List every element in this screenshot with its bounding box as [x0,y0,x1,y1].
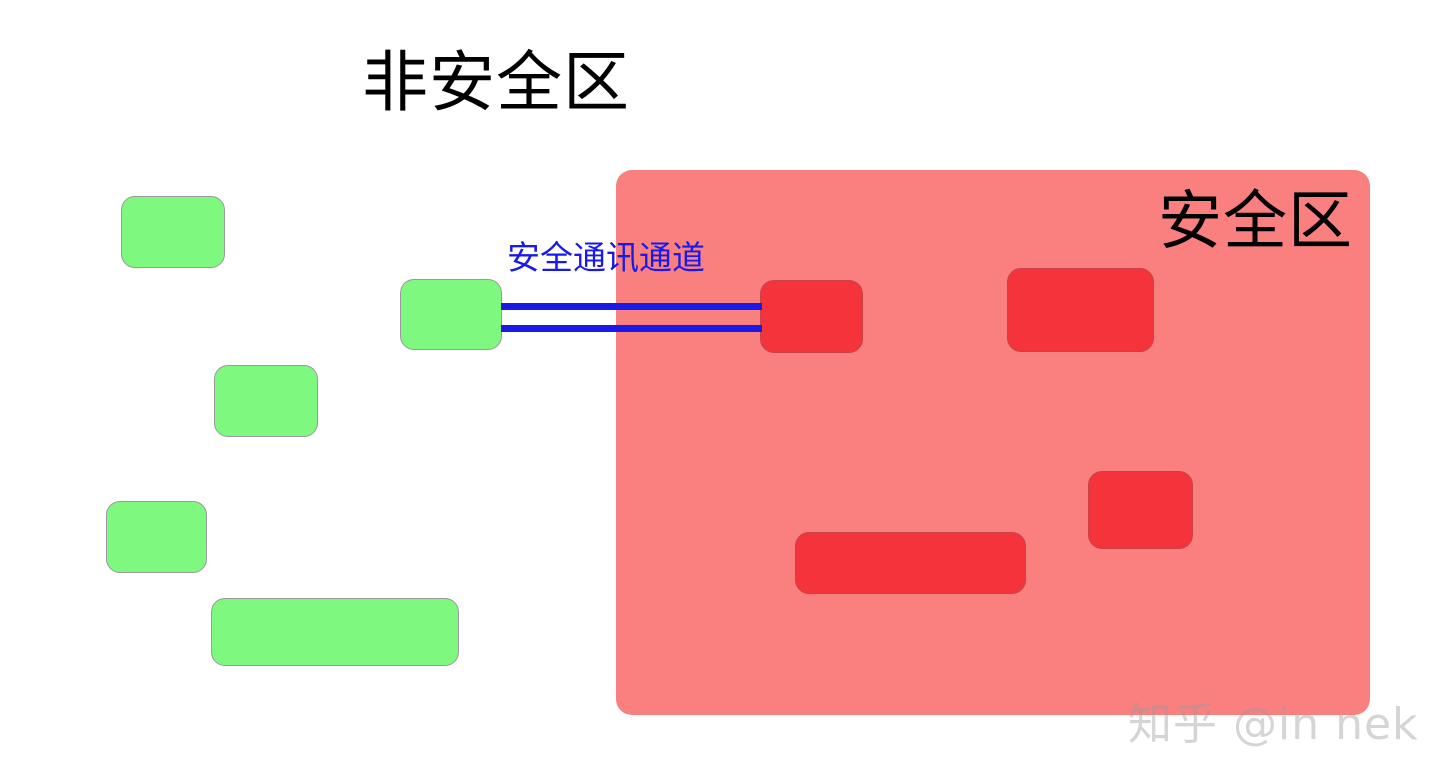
watermark: 知乎 @in nek [1128,699,1419,750]
secure-zone-title: 安全区 [1158,185,1353,259]
red-node-gateway[interactable] [760,280,863,353]
green-node-1[interactable] [121,196,225,268]
secure-channel-line-top [501,303,762,310]
green-node-3[interactable] [106,501,207,573]
secure-zone-panel [616,170,1370,715]
secure-channel-line-bottom [501,325,762,332]
green-node-gateway[interactable] [400,279,502,350]
red-node-1[interactable] [1007,268,1154,352]
secure-channel-label: 安全通讯通道 [507,238,705,277]
unsecure-zone-title: 非安全区 [362,44,630,121]
red-node-2[interactable] [1088,471,1193,549]
red-node-3[interactable] [795,532,1026,594]
green-node-4[interactable] [211,598,459,666]
green-node-2[interactable] [214,365,318,437]
